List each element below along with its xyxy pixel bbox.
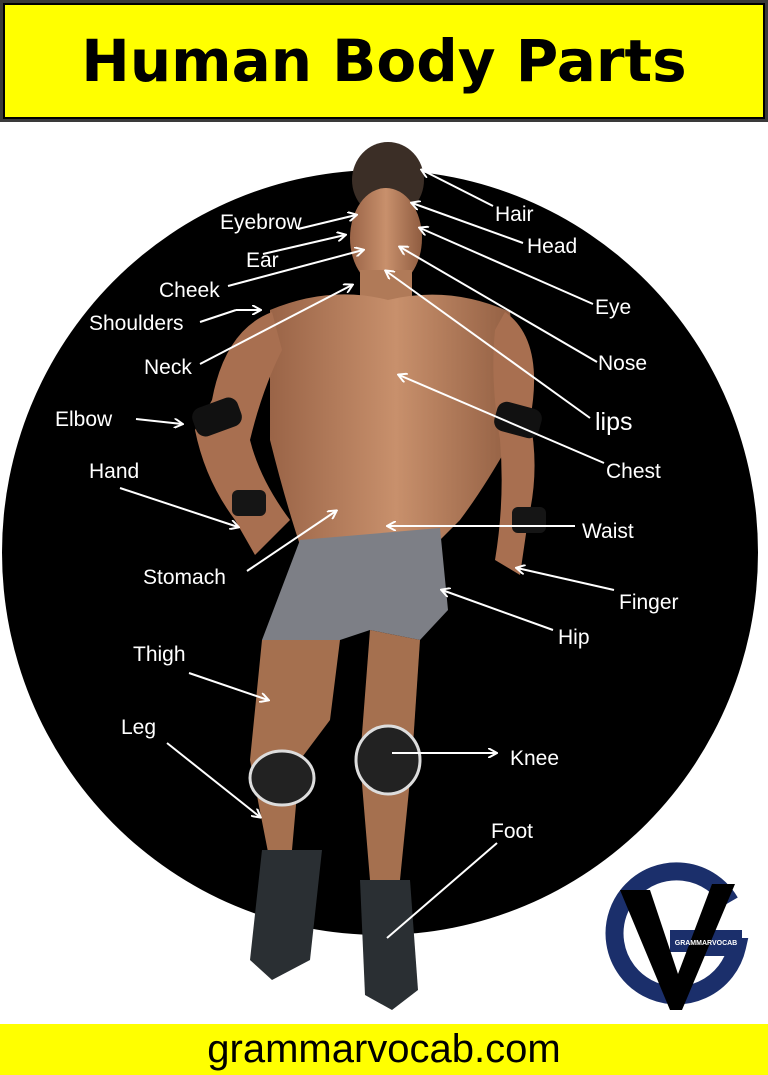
grammarvocab-logo: GRAMMARVOCAB — [605, 862, 749, 1010]
label-eye: Eye — [595, 296, 632, 319]
label-cheek: Cheek — [159, 279, 220, 302]
label-stomach: Stomach — [143, 566, 226, 589]
label-head: Head — [527, 235, 578, 258]
logo-text: GRAMMARVOCAB — [675, 940, 737, 947]
body-figure — [192, 142, 546, 1010]
label-chest: Chest — [606, 460, 661, 483]
label-neck: Neck — [144, 356, 192, 379]
label-ear: Ear — [246, 249, 279, 272]
label-waist: Waist — [582, 520, 634, 543]
label-eyebrow: Eyebrow — [220, 211, 302, 234]
title-banner: Human Body Parts — [0, 0, 768, 122]
page-title: Human Body Parts — [81, 27, 687, 95]
label-elbow: Elbow — [55, 408, 113, 431]
label-nose: Nose — [598, 352, 648, 375]
footer-banner: grammarvocab.com — [0, 1024, 768, 1075]
website-url[interactable]: grammarvocab.com — [207, 1027, 561, 1071]
title-banner-inner: Human Body Parts — [3, 3, 765, 119]
label-hand: Hand — [89, 460, 140, 483]
label-shoulders: Shoulders — [89, 312, 184, 335]
label-hip: Hip — [558, 626, 590, 649]
label-finger: Finger — [619, 591, 679, 614]
label-thigh: Thigh — [133, 643, 186, 666]
label-lips: lips — [595, 408, 633, 436]
label-foot: Foot — [491, 820, 534, 843]
pointer-arrows — [119, 170, 615, 939]
label-leg: Leg — [121, 716, 157, 739]
label-hair: Hair — [495, 203, 534, 226]
label-knee: Knee — [510, 747, 560, 770]
